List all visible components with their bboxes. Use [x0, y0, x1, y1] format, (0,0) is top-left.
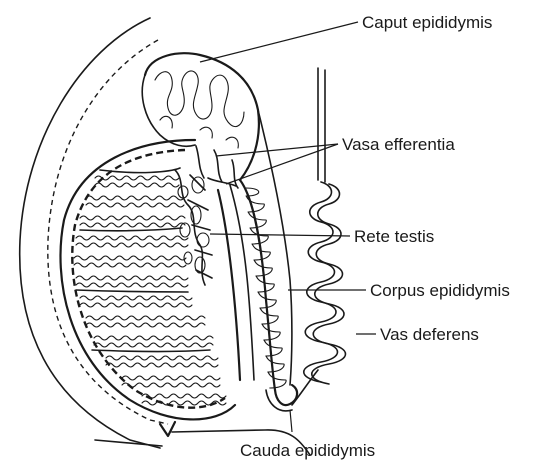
seminiferous-tubule — [142, 394, 226, 398]
vas-deferens — [292, 68, 346, 405]
corpus-walls — [240, 110, 292, 390]
seminiferous-tubule — [76, 283, 188, 287]
leader-caput — [200, 22, 358, 62]
seminiferous-tubule — [76, 236, 188, 240]
lobule-septum — [80, 228, 182, 231]
seminiferous-tubule — [106, 356, 218, 360]
lobule-septum — [100, 168, 180, 173]
lobule-septum — [76, 290, 188, 292]
lobule-septum — [92, 350, 210, 352]
caput-epididymis — [142, 53, 259, 180]
label-cauda-epididymis: Cauda epididymis — [240, 441, 375, 460]
seminiferous-tubule — [76, 243, 188, 247]
seminiferous-tubule — [94, 343, 213, 347]
seminiferous-tubule — [74, 256, 186, 260]
seminiferous-tubule — [74, 263, 186, 267]
seminiferous-tubule — [86, 323, 205, 327]
label-vasa-efferentia: Vasa efferentia — [342, 135, 455, 154]
seminiferous-tubule — [86, 196, 184, 200]
label-caput-epididymis: Caput epididymis — [362, 13, 492, 32]
label-corpus-epididymis: Corpus epididymis — [370, 281, 510, 300]
seminiferous-tubule — [86, 203, 184, 207]
label-vas-deferens: Vas deferens — [380, 325, 479, 344]
seminiferous-tubule — [95, 176, 179, 180]
leader-cauda — [290, 410, 292, 432]
cauda-epididymis — [266, 385, 297, 411]
mediastinum — [218, 185, 254, 380]
leader-rete-testis — [210, 234, 350, 236]
seminiferous-tubule — [80, 303, 192, 307]
seminiferous-tubule — [76, 276, 188, 280]
seminiferous-tubule — [80, 223, 185, 227]
seminiferous-tubule — [80, 296, 192, 300]
seminiferous-tubule — [122, 376, 220, 380]
seminiferous-tubule — [95, 183, 179, 187]
seminiferous-tubule — [94, 336, 213, 340]
seminiferous-tubule — [106, 363, 218, 367]
label-rete-testis: Rete testis — [354, 227, 434, 246]
seminiferous-tubule — [80, 216, 185, 220]
rete-testis-network — [175, 170, 212, 285]
seminiferous-tubule — [122, 383, 220, 387]
seminiferous-tubule — [86, 316, 205, 320]
